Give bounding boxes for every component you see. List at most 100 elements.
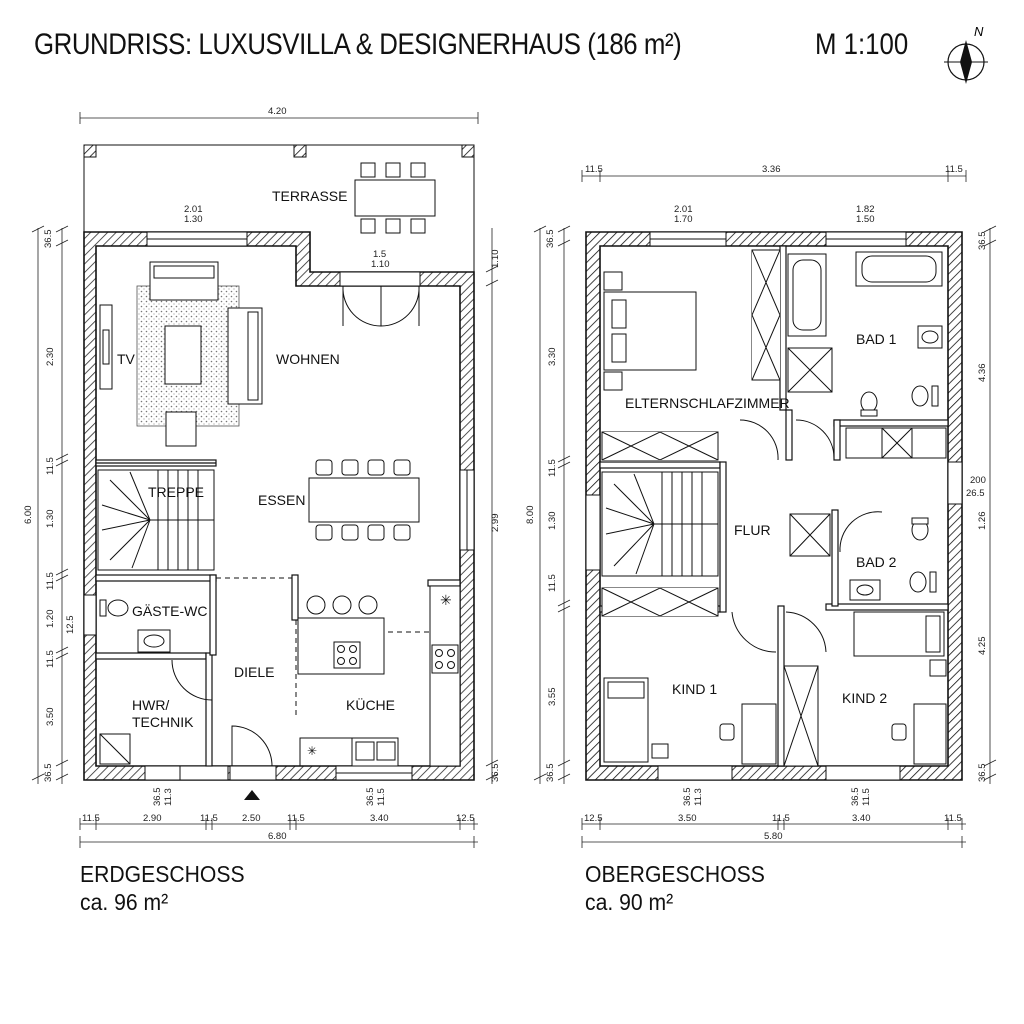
- dim-uf-left-1: 36.5: [545, 230, 556, 249]
- dim-gf-door-top-1: 1.5: [373, 249, 386, 260]
- room-label-kind1: KIND 1: [672, 681, 717, 697]
- dim-gf-left-total: 6.00: [23, 506, 34, 525]
- dim-gf-bottom-1: 11.5: [82, 813, 100, 824]
- svg-text:✳: ✳: [307, 744, 317, 758]
- dim-gf-left-3: 11.5: [45, 457, 56, 475]
- dim-uf-bottom-1: 12.5: [584, 813, 603, 824]
- room-label-hwr: HWR/: [132, 697, 169, 713]
- hwr-fixtures: [99, 733, 131, 765]
- dim-uf-left-5: 11.5: [547, 574, 558, 592]
- dim-uf-left-2: 3.30: [547, 348, 558, 367]
- dim-gf-bottom-win-2a: 36.5: [365, 788, 376, 807]
- kind-1-furniture: [603, 677, 777, 765]
- dim-gf-bottom-3: 11.5: [200, 813, 218, 824]
- upper-floor-area: ca. 90 m²: [585, 889, 674, 915]
- ground-floor-plan: ✳ ✳ TERRASSE WOHNEN TV TREPPE ESSEN GÄST…: [23, 106, 501, 848]
- room-label-wohnen: WOHNEN: [276, 351, 340, 367]
- room-label-bad2: BAD 2: [856, 554, 897, 570]
- terrace-door: [342, 285, 420, 327]
- ground-floor-inner-walls: [95, 459, 461, 767]
- dim-gf-right-3: 36.5: [490, 764, 501, 783]
- dim-uf-bottom-4: 3.40: [852, 813, 871, 824]
- flur-storage: [845, 427, 947, 459]
- dim-gf-bottom-4: 2.50: [242, 813, 261, 824]
- dim-gf-bottom-2: 2.90: [143, 813, 162, 824]
- dim-gf-left-8: 3.50: [45, 708, 56, 727]
- dim-uf-window-top-1: 2.01: [674, 204, 693, 215]
- dim-uf-left-4: 1.30: [547, 512, 558, 531]
- kitchen-furniture: ✳ ✳: [297, 585, 461, 767]
- page-title: GRUNDRISS: LUXUSVILLA & DESIGNERHAUS (18…: [34, 28, 682, 61]
- guest-wc-fixtures: [99, 599, 171, 653]
- upper-floor-walls: [585, 231, 963, 781]
- dim-uf-bottom-3: 11.5: [772, 813, 790, 824]
- dim-uf-top-2: 3.36: [762, 164, 781, 175]
- ground-floor-dimensions: [31, 112, 499, 848]
- ground-floor-area: ca. 96 m²: [80, 889, 169, 915]
- dim-gf-left-2: 2.30: [45, 348, 56, 367]
- dim-uf-right-2: 4.36: [977, 364, 988, 383]
- north-arrow-icon: N: [944, 24, 988, 84]
- dim-gf-left-5: 11.5: [45, 572, 56, 590]
- room-label-flur: FLUR: [734, 522, 771, 538]
- room-label-kueche: KÜCHE: [346, 696, 395, 713]
- room-label-diele: DIELE: [234, 664, 274, 680]
- dim-uf-window-top-3: 1.82: [856, 204, 875, 215]
- dim-uf-bottom-win-2a: 36.5: [850, 788, 861, 807]
- bath-1-fixtures: [787, 251, 943, 417]
- dim-uf-bottom-5: 11.5: [944, 813, 962, 824]
- dim-gf-bottom-5: 11.5: [287, 813, 305, 824]
- dim-uf-right-6: 4.25: [977, 637, 988, 656]
- north-label: N: [974, 24, 984, 39]
- dim-uf-left-7: 36.5: [545, 764, 556, 783]
- room-label-bad1: BAD 1: [856, 331, 897, 347]
- room-label-treppe: TREPPE: [148, 484, 204, 500]
- dim-gf-window-top-1: 2.01: [184, 204, 203, 215]
- dim-gf-left-4: 1.30: [45, 510, 56, 529]
- room-label-gaeste-wc: GÄSTE-WC: [132, 603, 207, 619]
- dim-gf-bottom-win-2b: 11.5: [376, 788, 387, 806]
- dim-uf-bottom-win-2b: 11.5: [861, 788, 872, 806]
- upper-floor-caption: OBERGESCHOSS ca. 90 m²: [585, 860, 765, 916]
- dim-gf-door-top-2: 1.10: [371, 259, 390, 270]
- dim-uf-bottom-total: 5.80: [764, 831, 783, 842]
- dim-gf-bottom-7: 12.5: [456, 813, 475, 824]
- dim-gf-bottom-win-1a: 36.5: [152, 788, 163, 807]
- upper-floor-inner-walls: [599, 245, 949, 767]
- scale-label: M 1:100: [815, 28, 909, 61]
- room-label-technik: TECHNIK: [132, 714, 194, 730]
- dim-gf-left-6: 1.20: [45, 610, 56, 629]
- dim-uf-bottom-2: 3.50: [678, 813, 697, 824]
- entrance-door: [171, 659, 273, 800]
- kind-2-furniture: [853, 611, 947, 765]
- upper-floor-dimensions: [533, 170, 997, 848]
- dim-uf-right-5: 1.26: [977, 512, 988, 531]
- room-label-kind2: KIND 2: [842, 690, 887, 706]
- dim-uf-window-top-4: 1.50: [856, 214, 875, 225]
- living-room-furniture: [99, 261, 263, 447]
- dim-gf-wc-small: 12.5: [65, 616, 76, 635]
- dim-gf-window-top-2: 1.30: [184, 214, 203, 225]
- room-label-terrasse: TERRASSE: [272, 188, 347, 204]
- room-label-eltern: ELTERNSCHLAFZIMMER: [625, 395, 790, 411]
- room-label-essen: ESSEN: [258, 492, 305, 508]
- terrace: [83, 144, 475, 272]
- dim-gf-left-9: 36.5: [43, 764, 54, 783]
- wardrobes: [601, 249, 819, 767]
- dim-uf-left-total: 8.00: [525, 506, 536, 525]
- ground-floor-stair: [97, 469, 215, 571]
- dim-gf-bottom-total: 6.80: [268, 831, 287, 842]
- dim-gf-bottom-win-1b: 11.3: [163, 788, 174, 806]
- ground-floor-name: ERDGESCHOSS: [80, 861, 245, 887]
- upper-floor-doors: [731, 419, 883, 653]
- upper-floor-plan: ELTERNSCHLAFZIMMER BAD 1 FLUR BAD 2 KIND…: [525, 164, 997, 848]
- upper-floor-stair: [601, 471, 719, 577]
- dim-uf-top-3: 11.5: [945, 164, 963, 175]
- dim-uf-left-3: 11.5: [547, 459, 558, 477]
- dim-uf-bottom-win-1a: 36.5: [682, 788, 693, 807]
- master-bed: [603, 271, 697, 391]
- dining-table: [308, 459, 420, 541]
- dim-gf-left-7: 11.5: [45, 650, 56, 668]
- dim-uf-right-7: 36.5: [977, 764, 988, 783]
